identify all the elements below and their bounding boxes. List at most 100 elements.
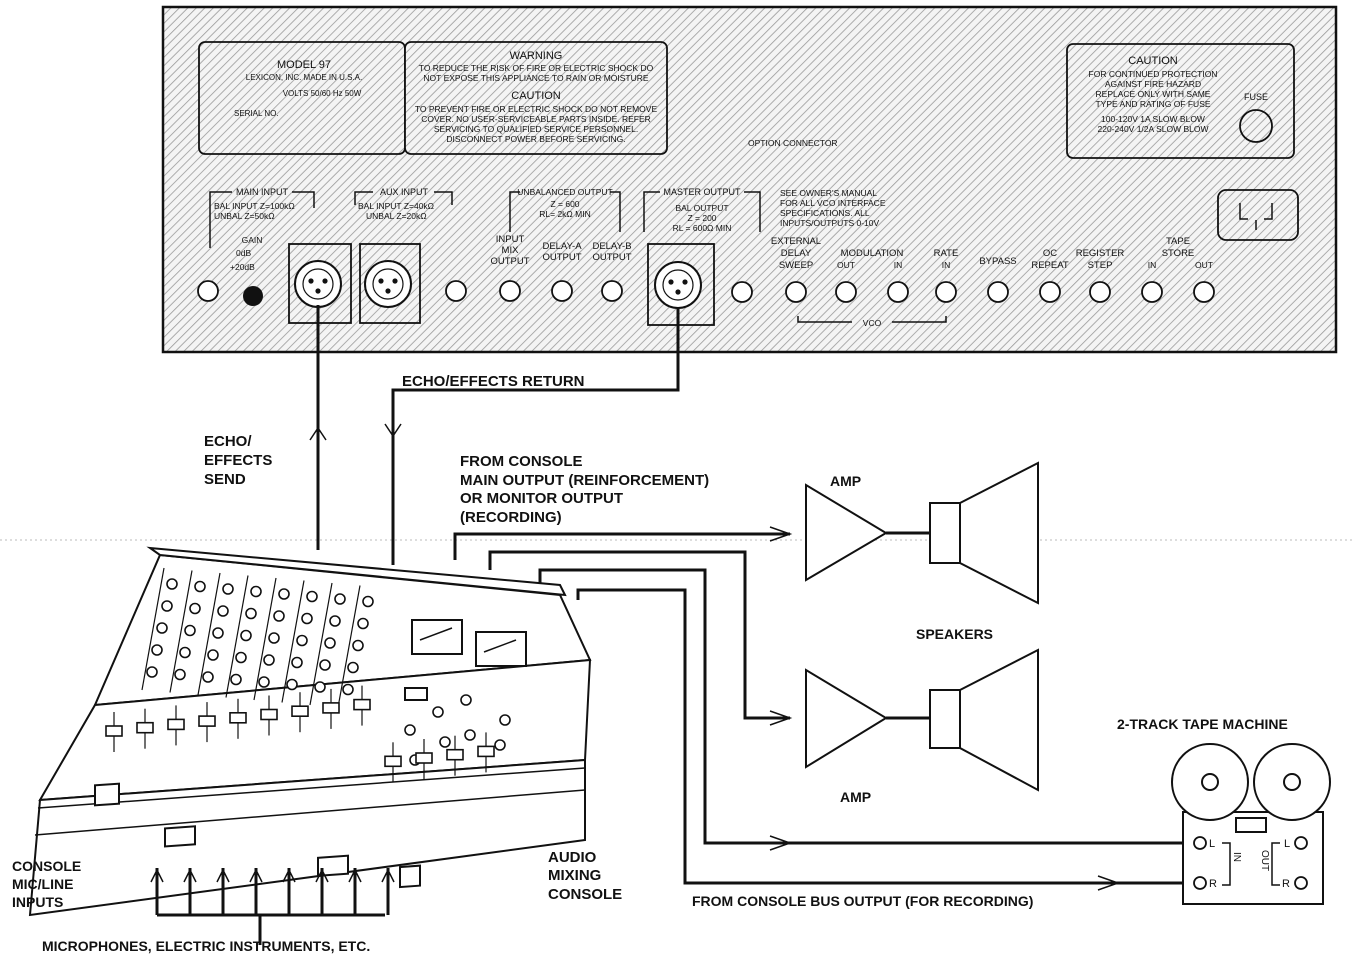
master-knob[interactable] bbox=[494, 739, 506, 751]
channel-knob[interactable] bbox=[296, 634, 308, 647]
channel-knob[interactable] bbox=[222, 583, 234, 595]
rate-in-jack[interactable] bbox=[935, 281, 957, 303]
master-output-phone-jack[interactable] bbox=[731, 281, 753, 303]
main-input-line-2: UNBAL Z=50kΩ bbox=[214, 211, 275, 221]
delay-b-output-jack[interactable] bbox=[601, 280, 623, 302]
tape-out-right-jack[interactable] bbox=[1294, 876, 1308, 890]
channel-knob[interactable] bbox=[250, 585, 262, 598]
channel-knob[interactable] bbox=[301, 612, 313, 625]
channel-knob[interactable] bbox=[202, 671, 214, 683]
fader-cap[interactable] bbox=[322, 702, 340, 714]
channel-knob[interactable] bbox=[334, 593, 346, 605]
channel-knob[interactable] bbox=[324, 637, 336, 649]
master-output-xlr-frame bbox=[647, 243, 715, 326]
channel-knob[interactable] bbox=[329, 615, 341, 627]
channel-knob[interactable] bbox=[258, 676, 270, 688]
main-input-phone-jack[interactable] bbox=[197, 280, 219, 302]
channel-knob[interactable] bbox=[194, 580, 206, 593]
aux-input-phone-jack[interactable] bbox=[445, 280, 467, 302]
oc-repeat-jack[interactable] bbox=[1039, 281, 1061, 303]
channel-knob[interactable] bbox=[161, 600, 173, 612]
fader-cap[interactable] bbox=[229, 711, 247, 724]
channel-knob[interactable] bbox=[151, 644, 163, 656]
master-knob[interactable] bbox=[439, 736, 451, 748]
delay-sweep-jack[interactable] bbox=[785, 281, 807, 303]
channel-knob[interactable] bbox=[179, 646, 191, 659]
mixing-console bbox=[28, 546, 592, 917]
channel-knob[interactable] bbox=[166, 578, 178, 590]
channel-knob[interactable] bbox=[352, 639, 364, 652]
channel-knob[interactable] bbox=[306, 590, 318, 603]
tape-out-left-jack[interactable] bbox=[1294, 836, 1308, 850]
channel-knob[interactable] bbox=[184, 624, 196, 637]
owners-manual-line-2: FOR ALL VCO INTERFACE bbox=[780, 198, 886, 208]
input-mix-output-jack[interactable] bbox=[499, 280, 521, 302]
tape-store-out-jack[interactable] bbox=[1193, 281, 1215, 303]
aux-input-line-1: BAL INPUT Z=40kΩ bbox=[358, 201, 434, 211]
channel-knob[interactable] bbox=[207, 649, 219, 661]
amp-bottom-label: AMP bbox=[840, 789, 871, 805]
modulation-in-jack[interactable] bbox=[887, 281, 909, 303]
fader-cap[interactable] bbox=[384, 755, 402, 768]
fader-cap[interactable] bbox=[446, 748, 464, 761]
tape-out-r-label: R bbox=[1282, 878, 1290, 890]
register-step-jack[interactable] bbox=[1089, 281, 1111, 303]
fader-cap[interactable] bbox=[415, 752, 433, 764]
bypass-jack[interactable] bbox=[987, 281, 1009, 303]
channel-knob[interactable] bbox=[347, 661, 359, 674]
fader-cap[interactable] bbox=[353, 698, 371, 711]
channel-knob[interactable] bbox=[268, 632, 280, 644]
channel-knob[interactable] bbox=[319, 659, 331, 671]
channel-knob[interactable] bbox=[212, 627, 224, 639]
modulation-out-jack[interactable] bbox=[835, 281, 857, 303]
mic-input-arrow-icon bbox=[348, 868, 362, 883]
master-knob[interactable] bbox=[499, 714, 511, 726]
fader-cap[interactable] bbox=[167, 718, 185, 731]
bypass-label: BYPASS bbox=[979, 256, 1016, 267]
tape-in-left-jack[interactable] bbox=[1193, 836, 1207, 850]
channel-knob[interactable] bbox=[362, 595, 374, 608]
channel-knob[interactable] bbox=[286, 678, 298, 691]
fader-cap[interactable] bbox=[136, 721, 154, 734]
channel-knob[interactable] bbox=[314, 681, 326, 693]
echo-return-cable bbox=[391, 308, 680, 565]
fader-cap[interactable] bbox=[291, 705, 309, 718]
channel-knob[interactable] bbox=[342, 683, 354, 696]
channel-knob[interactable] bbox=[291, 656, 303, 669]
channel-knob[interactable] bbox=[235, 651, 247, 664]
main-input-group: MAIN INPUT BAL INPUT Z=100kΩ UNBAL Z=50k… bbox=[197, 187, 352, 324]
tape-in-r-label: R bbox=[1209, 878, 1217, 890]
channel-knob[interactable] bbox=[357, 617, 369, 630]
fader-cap[interactable] bbox=[105, 725, 123, 737]
gain-20db-label: +20dB bbox=[230, 262, 255, 272]
tape-head-icon bbox=[1235, 817, 1267, 833]
tape-in-right-jack[interactable] bbox=[1193, 876, 1207, 890]
tape-store-in-jack[interactable] bbox=[1141, 281, 1163, 303]
speaker-top bbox=[929, 461, 1039, 605]
master-knob[interactable] bbox=[460, 694, 472, 706]
channel-knob[interactable] bbox=[230, 673, 242, 686]
channel-knob[interactable] bbox=[245, 607, 257, 620]
channel-knob[interactable] bbox=[174, 668, 186, 681]
channel-knob[interactable] bbox=[240, 629, 252, 642]
amp-bottom bbox=[805, 668, 930, 769]
main-input-title: MAIN INPUT bbox=[236, 187, 289, 197]
delay-a-output-jack[interactable] bbox=[551, 280, 573, 302]
fader-cap[interactable] bbox=[477, 745, 495, 758]
master-knob[interactable] bbox=[432, 706, 444, 718]
channel-knob[interactable] bbox=[156, 622, 168, 634]
channel-knob[interactable] bbox=[273, 610, 285, 622]
channel-knob[interactable] bbox=[217, 605, 229, 617]
channel-knob[interactable] bbox=[263, 654, 275, 666]
channel-knob[interactable] bbox=[189, 602, 201, 615]
fader-cap[interactable] bbox=[260, 708, 278, 721]
gain-switch[interactable] bbox=[243, 286, 263, 306]
fader-cap[interactable] bbox=[198, 715, 216, 727]
delay-a-output-line-2: OUTPUT bbox=[542, 252, 581, 263]
main-output-cable-1 bbox=[453, 532, 790, 560]
channel-knob[interactable] bbox=[278, 588, 290, 600]
master-knob[interactable] bbox=[404, 724, 416, 736]
master-knob[interactable] bbox=[464, 729, 476, 741]
channel-knob[interactable] bbox=[146, 666, 158, 678]
oc-repeat-line-2: REPEAT bbox=[1031, 260, 1069, 271]
